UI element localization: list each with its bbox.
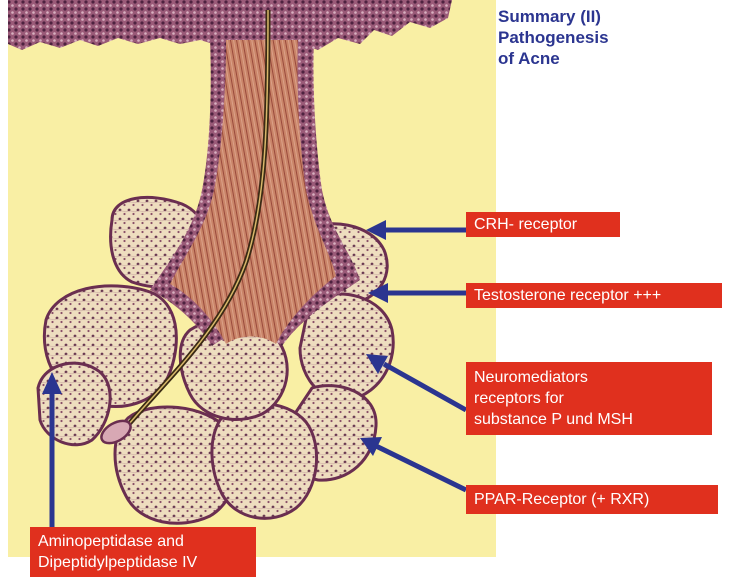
title-line-3: of Acne: [498, 48, 718, 69]
label-neuro-line-2: receptors for: [474, 388, 704, 409]
title-line-2: Pathogenesis: [498, 27, 718, 48]
label-amino-line-2: Dipeptidylpeptidase IV: [38, 552, 248, 573]
label-amino-line-1: Aminopeptidase and: [38, 531, 248, 552]
title-line-1: Summary (II): [498, 6, 718, 27]
label-testosterone-text: Testosterone receptor +++: [474, 287, 661, 304]
label-testosterone-receptor: Testosterone receptor +++: [466, 283, 722, 308]
label-neuro-line-1: Neuromediators: [474, 367, 704, 388]
label-ppar-text: PPAR-Receptor (+ RXR): [474, 491, 649, 508]
label-ppar-receptor: PPAR-Receptor (+ RXR): [466, 485, 718, 514]
slide-title: Summary (II) Pathogenesis of Acne: [498, 6, 718, 69]
label-neuro-line-3: substance P und MSH: [474, 409, 704, 430]
label-crh-text: CRH- receptor: [474, 216, 577, 233]
label-aminopeptidase: Aminopeptidase and Dipeptidylpeptidase I…: [30, 527, 256, 577]
label-crh-receptor: CRH- receptor: [466, 212, 620, 237]
label-neuromediators: Neuromediators receptors for substance P…: [466, 362, 712, 435]
